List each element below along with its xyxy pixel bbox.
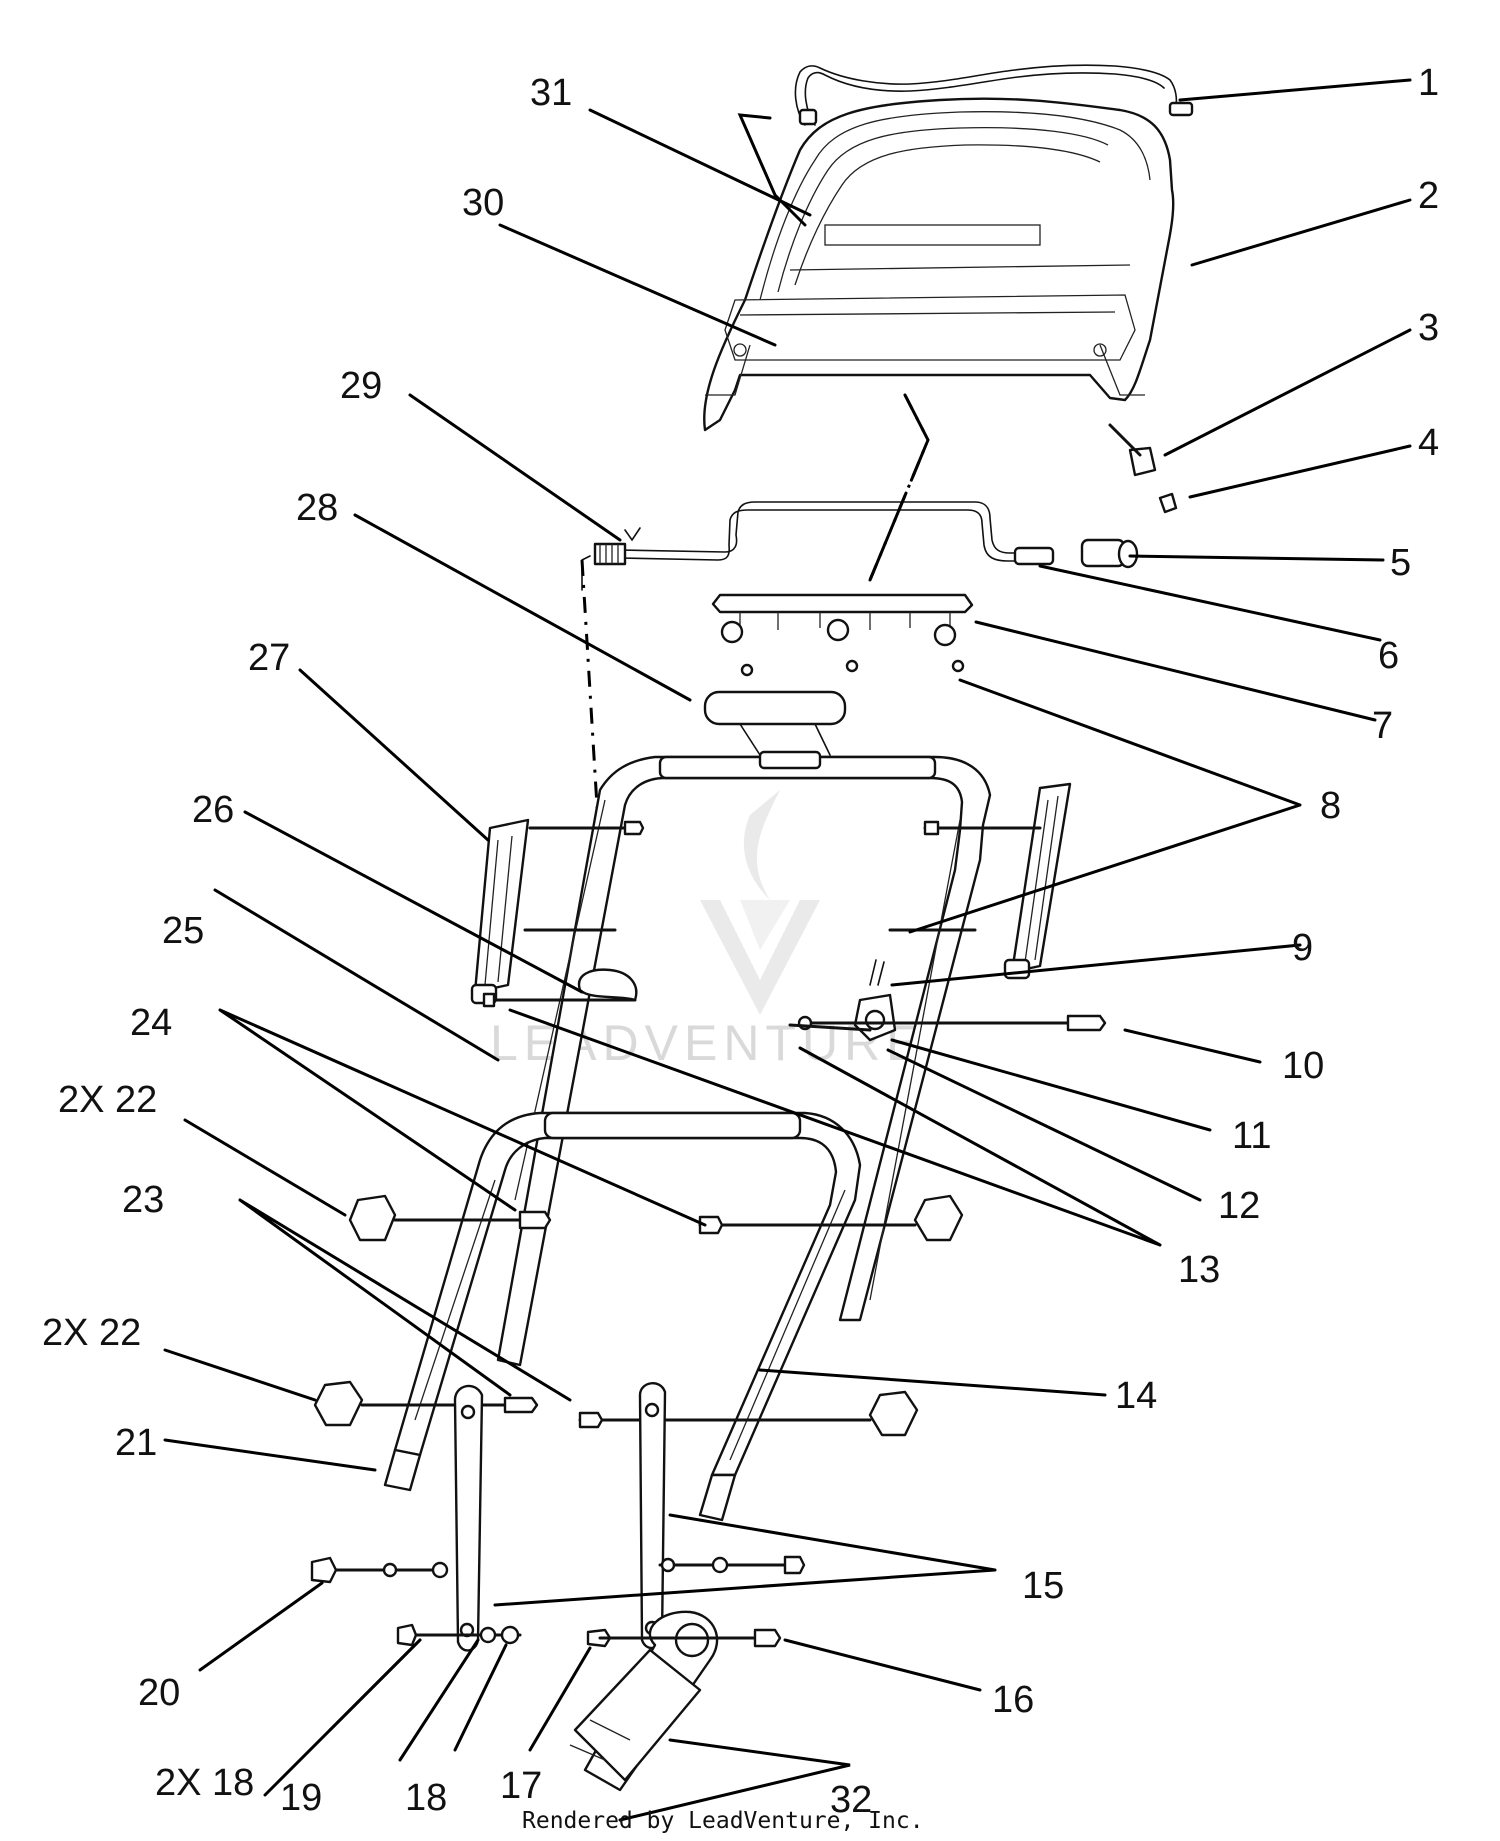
control-bracket — [711, 593, 974, 677]
callout-29: 29 — [340, 365, 382, 407]
callout-20: 20 — [138, 1672, 180, 1714]
cable-11 — [788, 1023, 872, 1032]
dashed-line-console — [868, 394, 930, 581]
lower-crossbar — [543, 1111, 802, 1140]
knob-22-lower-left — [313, 1380, 539, 1427]
callout-27: 27 — [248, 637, 290, 679]
bail-wire-end-left — [798, 108, 818, 126]
callout-19: 19 — [280, 1777, 322, 1819]
callout-12: 12 — [1218, 1185, 1260, 1227]
callout-2x18: 2X 18 — [155, 1762, 254, 1804]
grip-leads — [739, 723, 831, 756]
link-15-left — [453, 1384, 484, 1652]
callout-17: 17 — [500, 1765, 542, 1807]
bracket-clip — [1128, 446, 1157, 477]
console-leader — [868, 393, 930, 582]
dashed-line-spring — [580, 559, 602, 856]
callout-9: 9 — [1292, 927, 1313, 969]
callout-30: 30 — [462, 182, 504, 224]
cable-end — [1117, 539, 1139, 569]
callout-15: 15 — [1022, 1565, 1064, 1607]
callout-26: 26 — [192, 789, 234, 831]
screw — [1158, 492, 1178, 514]
callout-22b: 2X 22 — [42, 1312, 141, 1354]
lower-handle — [383, 1111, 862, 1522]
bail-wire — [794, 64, 1178, 126]
callout-11: 11 — [1232, 1115, 1271, 1157]
cable-connector — [1080, 538, 1126, 568]
console-to-bracket-leader — [1108, 423, 1142, 457]
handle-clip-26 — [577, 968, 638, 1002]
callout-25: 25 — [162, 910, 204, 952]
callout-10: 10 — [1282, 1045, 1324, 1087]
callout-21: 21 — [115, 1422, 157, 1464]
knob-22-upper-left — [348, 1194, 552, 1242]
callout-4: 4 — [1418, 422, 1439, 464]
callout-32: 32 — [830, 1779, 872, 1821]
callout-labels: 1 2 3 4 5 6 7 8 9 10 11 12 13 14 15 16 1… — [42, 62, 1439, 1821]
spring-hook — [624, 527, 641, 542]
hardware-upper — [482, 820, 1042, 1008]
callout-6: 6 — [1378, 635, 1399, 677]
callout-28: 28 — [296, 487, 338, 529]
callout-13: 13 — [1178, 1249, 1220, 1291]
handle-grip — [703, 690, 847, 726]
side-clip-left — [470, 818, 530, 1005]
footer-rendered-by: Rendered by LeadVenture, Inc. — [522, 1808, 924, 1834]
hardware-lower — [310, 1555, 806, 1648]
decal-slot — [824, 224, 1041, 246]
bail-wire-end — [1168, 101, 1194, 117]
knob-22-upper-right — [698, 1194, 964, 1242]
deck-bracket-32 — [569, 1610, 719, 1792]
callout-31: 31 — [530, 72, 572, 114]
console-housing — [703, 97, 1175, 432]
callout-1: 1 — [1418, 62, 1439, 104]
callout-23: 23 — [122, 1179, 164, 1221]
callout-16: 16 — [992, 1679, 1034, 1721]
callout-8: 8 — [1320, 785, 1341, 827]
callout-24: 24 — [130, 1002, 172, 1044]
callout-3: 3 — [1418, 307, 1439, 349]
callout-2: 2 — [1418, 175, 1439, 217]
upper-bail — [619, 501, 1046, 562]
cable-sleeve — [1013, 546, 1055, 566]
knob-22-lower-right — [578, 1390, 919, 1437]
bolt-10-head — [1066, 1014, 1107, 1032]
side-clip-right — [1003, 782, 1072, 980]
watermark-logo — [700, 790, 820, 1015]
callout-14: 14 — [1115, 1375, 1157, 1417]
callout-7: 7 — [1372, 705, 1393, 747]
upper-handle — [496, 750, 992, 1367]
callout-leaders — [163, 78, 1412, 1822]
callout-5: 5 — [1390, 542, 1411, 584]
callout-22a: 2X 22 — [58, 1079, 157, 1121]
link-15-right — [638, 1382, 667, 1650]
callout-18: 18 — [405, 1777, 447, 1819]
